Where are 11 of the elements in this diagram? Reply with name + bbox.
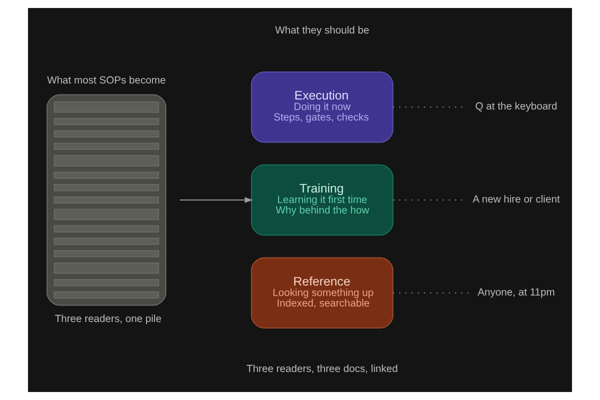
node-box: Reference Looking something up Indexed, searchable [250,257,394,329]
node-text: Q at the keyboard [475,102,558,113]
node-label: Three readers, one pile [54,314,162,325]
node-text: A new hire or client [472,194,560,206]
node-text: Anyone, at 11pm [478,287,555,298]
label: Three readers, three docs, linked [246,364,398,375]
label: What they should be [275,25,370,36]
arrow [180,197,253,203]
node-box: Training Learning it first time Why behind the how [250,164,394,236]
node-label: What most SOPs become [47,75,166,86]
node-box: Execution Doing it now Steps, gates, checks [250,71,394,143]
